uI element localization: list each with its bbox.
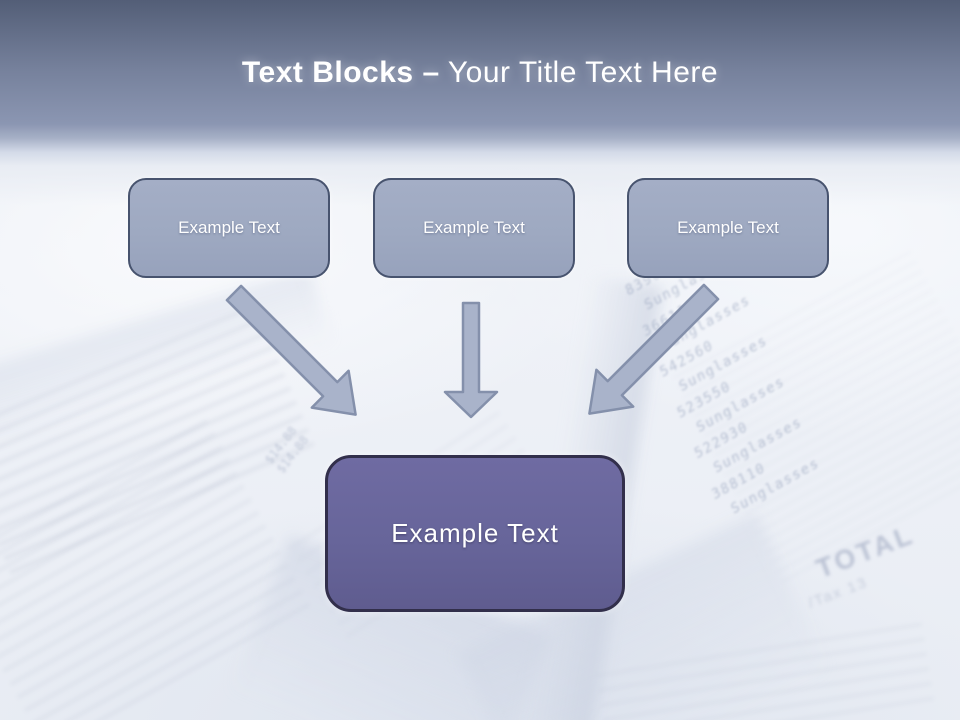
arrow-diagonal-down-right-icon	[225, 284, 357, 416]
receipt-amount: $14.88	[273, 433, 312, 476]
text-block-1-label: Example Text	[178, 218, 280, 237]
title-rest-text: Your Title Text Here	[447, 56, 719, 89]
receipt-line: Sunglasses	[711, 414, 805, 478]
arrow-down-icon	[443, 301, 499, 419]
receipt-line: 542560	[657, 337, 717, 382]
slide-title: Text Blocks – Your Title Text Here	[0, 56, 960, 90]
receipt-line: Sunglasses	[659, 291, 753, 355]
receipt-amounts: $14.88 $14.88	[262, 424, 312, 477]
receipt-text-texture	[595, 622, 935, 720]
receipt-total-subline: /Tax 13	[806, 573, 871, 612]
receipt-amount: $14.88	[262, 423, 300, 467]
receipt-line: 522930	[692, 418, 751, 463]
arrow-diagonal-down-left-icon	[588, 283, 720, 415]
title-emphasis: Text Blocks	[241, 56, 414, 89]
receipt-text-texture	[672, 250, 960, 585]
receipt-line: 388110	[709, 459, 769, 504]
title-rest: Your Title Text Here	[448, 56, 718, 89]
receipt-total-label: TOTAL	[812, 519, 919, 585]
text-block-3-label: Example Text	[677, 218, 779, 237]
title-dash: –	[422, 56, 440, 89]
text-block-2-label: Example Text	[423, 218, 525, 237]
text-block-3: Example Text	[627, 178, 829, 278]
receipt-line: 523550	[675, 378, 734, 422]
center-text-block-label: Example Text	[391, 518, 559, 548]
receipt-text-texture	[0, 419, 316, 720]
receipt-line: Sunglasses	[694, 373, 788, 437]
receipt-text-texture	[0, 304, 320, 585]
receipt-fold-shadow	[0, 268, 334, 456]
receipt-line: Sunglasses	[676, 332, 771, 396]
text-block-1: Example Text	[128, 178, 330, 278]
text-block-2: Example Text	[373, 178, 575, 278]
center-text-block: Example Text	[325, 455, 625, 612]
receipt-line: 366110	[640, 296, 699, 341]
receipt-line: Sunglasses	[728, 454, 822, 518]
